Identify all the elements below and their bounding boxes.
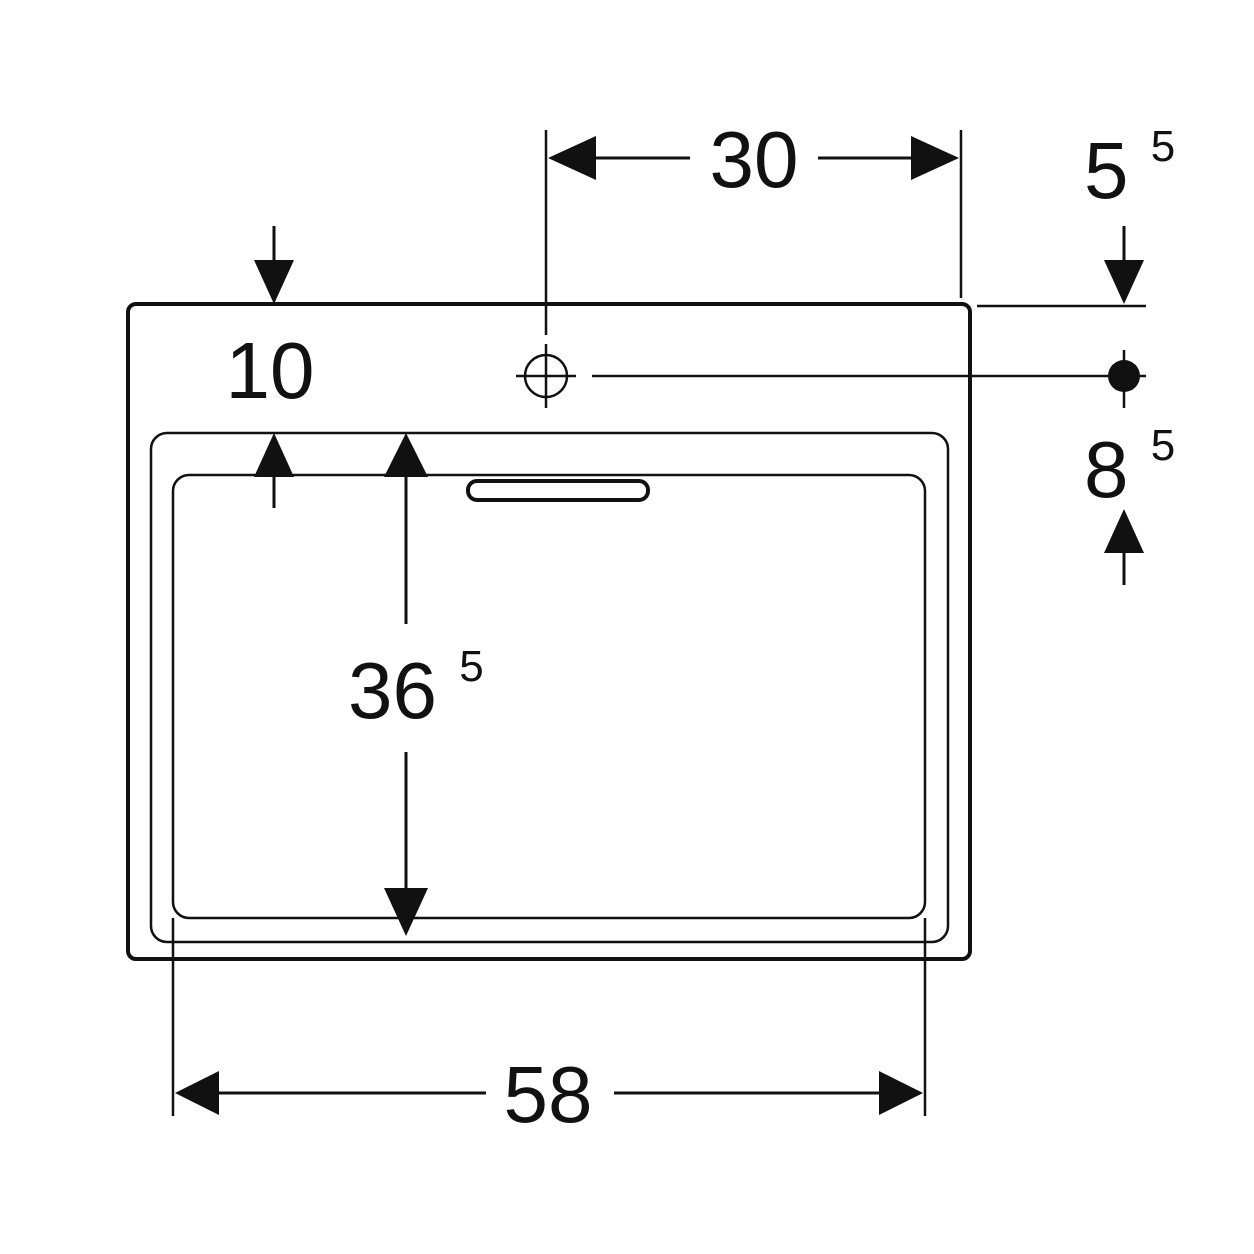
dimension-label-36-5: 36 5 [348,642,484,735]
dimension-label-30: 30 [710,115,799,204]
reference-point [1108,350,1140,408]
basin-outline [126,302,972,961]
basin-rim [149,431,950,944]
dimension-top-margin: 10 [226,226,315,508]
overflow-slot [466,479,650,502]
dimension-value-superscript: 5 [1151,421,1175,470]
dimension-value-superscript: 5 [459,642,483,691]
dimension-value-main: 8 [1084,425,1129,514]
basin-bowl [171,473,927,920]
dimension-value-main: 5 [1084,126,1129,215]
dimension-label-10: 10 [226,326,315,415]
dimension-right-offset: 5 5 [977,122,1175,308]
dimension-bowl-width: 58 [171,918,927,1139]
dimension-bowl-depth: 36 5 [348,433,484,936]
dimension-top-width: 30 [544,115,963,335]
dimension-value-main: 36 [348,646,437,735]
dimension-label-5-5: 5 5 [1084,122,1175,215]
dimension-label-58: 58 [504,1050,593,1139]
basin-outer-edge [126,302,972,961]
dimension-tap-offset: 8 5 [1084,421,1175,585]
dimension-label-8-5: 8 5 [1084,421,1175,514]
dimension-value-superscript: 5 [1151,122,1175,171]
tap-hole-symbol [516,344,576,408]
